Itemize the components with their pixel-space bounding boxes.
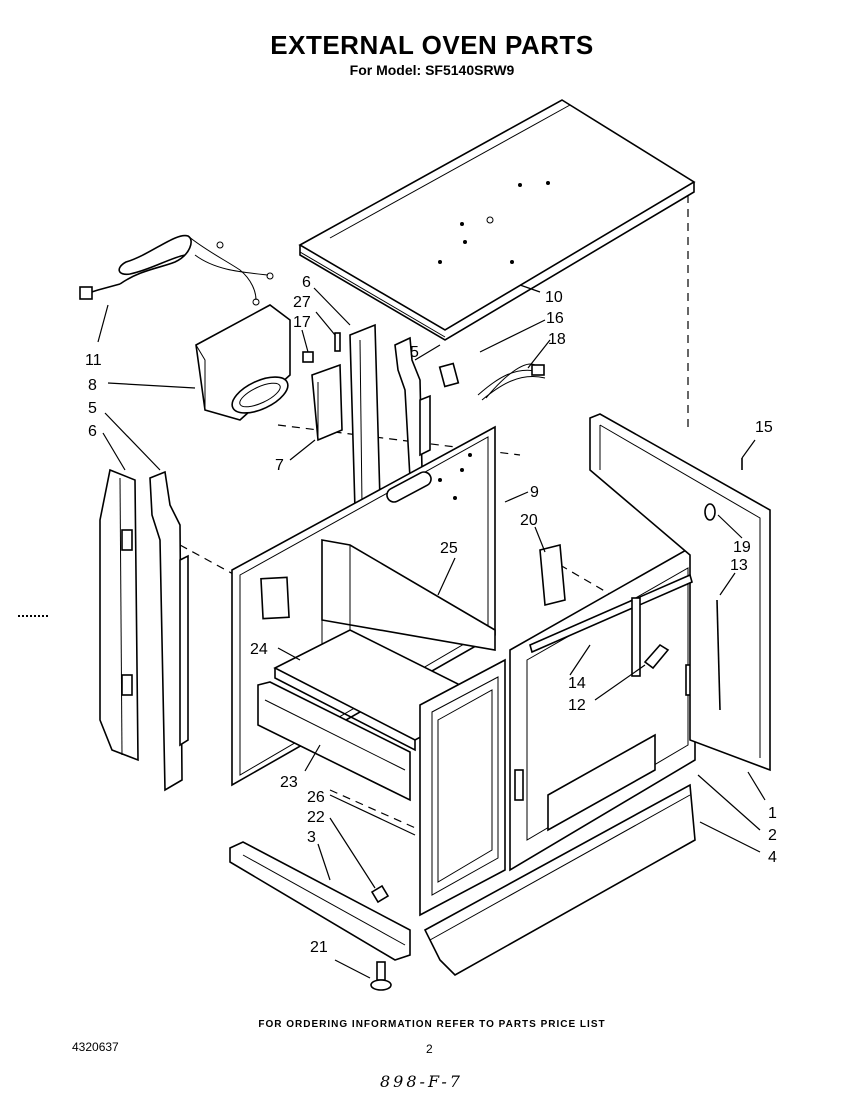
callout-2: 2 [768,827,777,844]
clip-part-17 [302,351,314,363]
right-side-panel-part-1 [589,413,771,772]
callout-20: 20 [520,512,538,529]
scan-mark [18,615,48,617]
callout-4: 4 [768,849,777,866]
callout-14: 14 [568,675,586,692]
wire-harness-part-18 [477,363,546,401]
callout-6-rear: 6 [302,274,311,291]
callout-23: 23 [280,774,298,791]
callout-24: 24 [250,641,268,658]
callout-18: 18 [548,331,566,348]
clip-part-19 [704,503,716,521]
bottom-rail-part-4 [423,783,696,976]
switch-part-16 [438,362,460,388]
callout-25: 25 [440,540,458,557]
callout-8: 8 [88,377,97,394]
bracket-part-7 [311,363,343,442]
callout-1: 1 [768,805,777,822]
front-door-frame-part-26 [419,658,506,917]
ordering-note: FOR ORDERING INFORMATION REFER TO PARTS … [258,1019,606,1030]
strip-part-13 [716,599,721,711]
callout-16: 16 [546,310,564,327]
model-subtitle: For Model: SF5140SRW9 [349,62,515,78]
callout-5-rear: 5 [410,344,419,361]
callout-27: 27 [293,294,311,311]
callout-10: 10 [545,289,563,306]
hinge-part-12 [631,597,670,677]
callout-9: 9 [530,484,539,501]
callout-21: 21 [310,939,328,956]
handwritten-code: 898-F-7 [380,1072,463,1091]
front-frame-part-23 [257,681,411,802]
bracket-part-20 [539,543,566,607]
front-rail-part-6 [99,468,139,762]
page-number: 2 [426,1042,433,1056]
callout-12: 12 [568,697,586,714]
callout-19: 19 [733,539,751,556]
page-title: EXTERNAL OVEN PARTS [270,30,594,60]
clip-part-27 [334,332,341,352]
callout-7: 7 [275,457,284,474]
leader-lines [97,284,766,979]
toe-kick-part-3 [229,841,411,961]
vent-duct-part [195,304,291,421]
callout-26: 26 [307,789,325,806]
top-panel-part [298,99,696,341]
right-front-panel-part-2 [509,543,696,872]
callout-15: 15 [755,419,773,436]
power-cord-part [79,234,274,306]
callout-17: 17 [293,314,311,331]
callout-6-front: 6 [88,423,97,440]
callout-3: 3 [307,829,316,846]
callout-5-front: 5 [88,400,97,417]
rear-rail-part-6 [349,323,381,512]
clip-part-22 [370,884,390,904]
leveling-leg-part-21 [370,961,392,991]
callout-13: 13 [730,557,748,574]
front-rail-part-5 [149,470,189,792]
callout-22: 22 [307,809,325,826]
callout-11: 11 [85,352,102,369]
document-number: 4320637 [72,1040,119,1054]
